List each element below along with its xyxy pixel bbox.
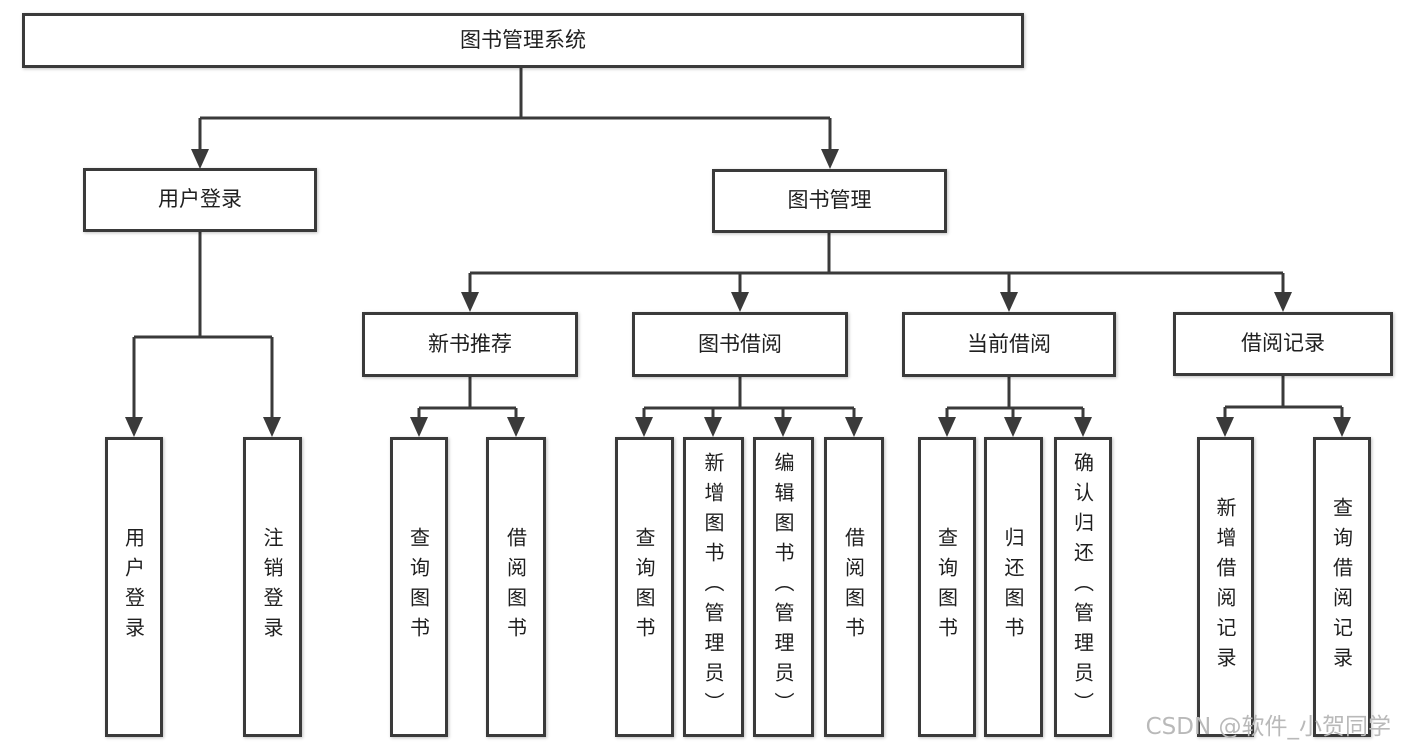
- node-label: 新增借阅记录: [1213, 497, 1237, 677]
- node-label: 查询图书: [406, 527, 431, 647]
- arrow-down-icon: [731, 292, 749, 312]
- connector-borrow-records: [1216, 376, 1351, 437]
- node-label: 图书借阅: [698, 331, 782, 356]
- connector-line: [945, 377, 1085, 418]
- arrow-down-icon: [821, 149, 839, 169]
- node-root-library-system: 图书管理系统: [22, 13, 1024, 68]
- arrow-down-icon: [1216, 417, 1234, 437]
- node-label: 当前借阅: [967, 331, 1051, 356]
- arrow-down-icon: [263, 417, 281, 437]
- node-leaf-borrow-books-recommend: 借阅图书: [486, 437, 546, 737]
- node-leaf-user-login: 用户登录: [105, 437, 163, 737]
- node-current-borrow: 当前借阅: [902, 312, 1116, 377]
- arrow-down-icon: [1000, 292, 1018, 312]
- node-label: 编辑图书（管理员）: [771, 452, 795, 722]
- node-label: 用户登录: [158, 187, 242, 212]
- node-leaf-query-books-borrow: 查询图书: [615, 437, 674, 737]
- node-label: 注销登录: [260, 527, 284, 647]
- connector-user-login-branch: [125, 232, 281, 437]
- node-label: 查询借阅记录: [1329, 497, 1354, 677]
- node-leaf-edit-books-admin: 编辑图书（管理员）: [753, 437, 814, 737]
- connector-book-management-branch: [461, 233, 1292, 312]
- csdn-watermark: CSDN @软件_小贺同学: [1145, 714, 1391, 740]
- node-leaf-logout: 注销登录: [243, 437, 302, 737]
- arrow-down-icon: [938, 417, 956, 437]
- arrow-down-icon: [1074, 417, 1092, 437]
- node-label: 新书推荐: [428, 331, 512, 356]
- arrow-down-icon: [1333, 417, 1351, 437]
- node-leaf-query-books-current: 查询图书: [918, 437, 976, 737]
- connector-line: [417, 377, 518, 418]
- node-leaf-add-books-admin: 新增图书（管理员）: [683, 437, 744, 737]
- arrow-down-icon: [704, 417, 722, 437]
- node-borrow-records: 借阅记录: [1173, 312, 1393, 376]
- node-new-book-recommend: 新书推荐: [362, 312, 578, 377]
- node-label: 借阅图书: [503, 527, 528, 647]
- arrow-down-icon: [507, 417, 525, 437]
- connector-book-borrow: [635, 377, 863, 437]
- arrow-down-icon: [461, 292, 479, 312]
- connector-current-borrow: [938, 377, 1092, 437]
- node-label: 确认归还（管理员）: [1070, 452, 1095, 722]
- node-book-management: 图书管理: [712, 169, 947, 233]
- node-label: 查询图书: [632, 527, 656, 647]
- node-leaf-query-books-recommend: 查询图书: [390, 437, 448, 737]
- node-label: 借阅记录: [1241, 331, 1325, 356]
- node-book-borrow: 图书借阅: [632, 312, 848, 377]
- node-label: 图书管理: [787, 188, 872, 213]
- connector-new-book-recommend: [410, 377, 525, 437]
- arrow-down-icon: [410, 417, 428, 437]
- node-label: 归还图书: [1001, 527, 1025, 647]
- connector-line: [642, 377, 856, 418]
- connector-line: [468, 233, 1285, 293]
- arrow-down-icon: [635, 417, 653, 437]
- node-leaf-add-borrow-record: 新增借阅记录: [1197, 437, 1254, 737]
- connector-root-to-level2: [191, 68, 839, 169]
- node-leaf-return-books: 归还图书: [984, 437, 1043, 737]
- arrow-down-icon: [125, 417, 143, 437]
- node-label: 新增图书（管理员）: [701, 452, 725, 722]
- arrow-down-icon: [845, 417, 863, 437]
- node-leaf-query-borrow-record: 查询借阅记录: [1313, 437, 1371, 737]
- node-label: 查询图书: [934, 527, 959, 647]
- connector-line: [132, 232, 274, 418]
- arrow-down-icon: [1274, 292, 1292, 312]
- node-label: 用户登录: [121, 527, 146, 647]
- node-leaf-borrow-books: 借阅图书: [824, 437, 884, 737]
- node-label: 借阅图书: [841, 527, 866, 647]
- connector-line: [198, 68, 832, 150]
- node-label: 图书管理系统: [460, 27, 586, 52]
- connector-line: [1223, 376, 1344, 418]
- arrow-down-icon: [774, 417, 792, 437]
- node-user-login: 用户登录: [83, 168, 317, 232]
- arrow-down-icon: [191, 149, 209, 169]
- arrow-down-icon: [1004, 417, 1022, 437]
- node-leaf-confirm-return-admin: 确认归还（管理员）: [1054, 437, 1112, 737]
